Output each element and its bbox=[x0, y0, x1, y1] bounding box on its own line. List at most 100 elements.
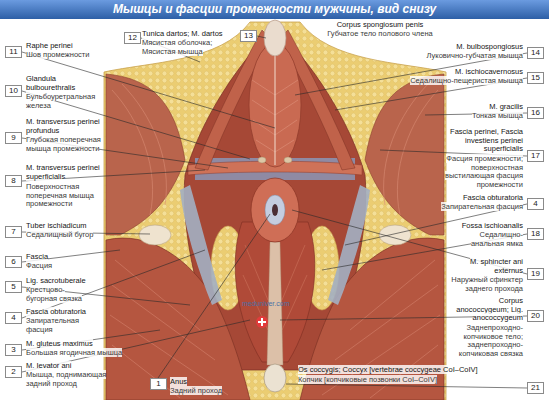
label-slot: M. transversus perinei superficialis bbox=[26, 164, 111, 181]
label-slot: Наружный сфинктер заднего прохода bbox=[441, 276, 523, 293]
leader-line bbox=[22, 250, 205, 318]
russian-label: Запирательная фасция bbox=[26, 316, 79, 334]
anal-opening bbox=[272, 204, 278, 216]
callout-number: 14 bbox=[531, 48, 540, 57]
callout-box: 2 bbox=[5, 366, 22, 378]
bulbospongiosus bbox=[249, 43, 301, 167]
callout-box: 4 bbox=[5, 312, 22, 324]
anal-canal bbox=[265, 195, 285, 225]
russian-label: Тонкая мышца bbox=[472, 111, 523, 120]
callout-number: 16 bbox=[531, 108, 540, 117]
latin-label: Tunica dartos; M. dartos bbox=[142, 29, 223, 38]
label-slot: Луковично-губчатая мышца bbox=[413, 52, 523, 61]
callout-box: 4 bbox=[527, 198, 544, 210]
thigh-muscle bbox=[106, 74, 185, 235]
callout-number: 21 bbox=[531, 383, 540, 392]
callout-box: 11 bbox=[5, 46, 22, 58]
callout-number: 1 bbox=[156, 379, 160, 388]
label-slot: Крестцово-бугорная связка bbox=[26, 286, 96, 303]
callout-box: 18 bbox=[527, 228, 544, 240]
label-slot: Fascia perinei, Fascia investiens perine… bbox=[441, 128, 523, 154]
latin-label: M. transversus perinei profundus bbox=[26, 117, 100, 135]
latin-label: Anus bbox=[170, 377, 187, 386]
raphe-line bbox=[275, 48, 276, 165]
label-slot: Губчатое тело полового члена bbox=[315, 30, 445, 39]
bulbourethral-gland bbox=[258, 157, 266, 163]
callout-box: 17 bbox=[527, 150, 544, 162]
label-slot: M. transversus perinei profundus bbox=[26, 118, 101, 135]
russian-label: Копчик [копчиковые позвонки CoI–CoIV] bbox=[298, 375, 437, 384]
label-slot: Седалищно-анальная ямка bbox=[461, 231, 523, 248]
russian-label: Большая ягодичная мышца bbox=[26, 348, 122, 357]
callout-number: 11 bbox=[9, 47, 17, 56]
callout-number: 15 bbox=[531, 73, 540, 82]
label-slot: Седалищно-пещеристая мышца bbox=[403, 77, 523, 86]
callout-number: 20 bbox=[531, 311, 540, 320]
label-slot: Задний проход bbox=[170, 387, 240, 396]
callout-box: 14 bbox=[527, 47, 544, 59]
callout-box: 20 bbox=[527, 310, 544, 322]
russian-label: Фасция bbox=[26, 261, 52, 270]
russian-label: Поверхностная поперечная мышца промежнос… bbox=[26, 182, 94, 208]
callout-box: 13 bbox=[240, 30, 257, 42]
bulbourethral-gland bbox=[284, 157, 292, 163]
callout-box: 3 bbox=[5, 344, 22, 356]
callout-number: 5 bbox=[11, 282, 15, 291]
leader-lines bbox=[22, 36, 527, 388]
external-sphincter bbox=[251, 178, 299, 242]
latin-label: Fossa ischioanalis bbox=[462, 221, 523, 230]
label-slot: Запирательная фасция bbox=[26, 317, 88, 334]
leader-line bbox=[22, 320, 250, 372]
callout-box: 21 bbox=[527, 382, 544, 394]
callout-number: 7 bbox=[11, 227, 15, 236]
leader-line bbox=[292, 210, 527, 274]
callout-box: 8 bbox=[5, 175, 22, 187]
russian-label: Задний проход bbox=[170, 386, 222, 395]
label-slot: Запирательная фасция bbox=[413, 203, 523, 212]
russian-label: Фасция промежности; поверхностная выстил… bbox=[445, 154, 523, 189]
callout-number: 4 bbox=[11, 313, 15, 322]
latin-label: Fascia perinei, Fascia investiens perine… bbox=[450, 127, 523, 153]
callout-number: 3 bbox=[11, 345, 15, 354]
callout-number: 17 bbox=[531, 151, 540, 160]
watermark: meduniver.com bbox=[242, 300, 289, 307]
callout-number: 2 bbox=[11, 367, 15, 376]
callout-number: 8 bbox=[11, 176, 15, 185]
callout-number: 6 bbox=[11, 257, 15, 266]
callout-number: 18 bbox=[531, 229, 540, 238]
callout-box: 12 bbox=[124, 32, 141, 44]
latin-label: M. sphincter ani externus bbox=[470, 257, 523, 275]
latin-label: M. transversus perinei superficialis bbox=[26, 163, 100, 181]
ischial-tuber bbox=[139, 225, 171, 245]
label-slot: Фасция промежности; поверхностная выстил… bbox=[435, 155, 523, 189]
label-slot: Шов промежности bbox=[26, 51, 111, 60]
label-slot: Большая ягодичная мышца bbox=[26, 349, 136, 358]
callout-box: 1 bbox=[150, 378, 167, 390]
label-slot: meduniver.com bbox=[242, 300, 312, 309]
russian-label: Луковично-губчатая мышца bbox=[427, 51, 523, 60]
latin-label: Fascia bbox=[26, 252, 48, 261]
callout-box: 7 bbox=[5, 226, 22, 238]
label-slot: Glandula bulbourethralis bbox=[26, 75, 96, 92]
obturator-fascia bbox=[180, 185, 222, 305]
russian-label: Глубокая поперечная мышца промежности bbox=[26, 135, 101, 153]
russian-label: Наружный сфинктер заднего прохода bbox=[451, 275, 523, 293]
label-slot: Бульбоуретральная железа bbox=[26, 93, 106, 110]
callout-box: 19 bbox=[527, 268, 544, 280]
russian-label: Седалищно-анальная ямка bbox=[471, 230, 523, 248]
callout-number: 4 bbox=[533, 199, 537, 208]
callout-box: 10 bbox=[5, 85, 22, 97]
label-slot: Corpus anococcygeum; Lig. anococcygeum bbox=[451, 297, 523, 323]
coccyx bbox=[264, 364, 286, 392]
latin-label: Corpus anococcygeum; Lig. anococcygeum bbox=[456, 296, 523, 322]
label-slot: Заднепроходно-копчиковое тело; заднепрох… bbox=[433, 324, 523, 358]
callout-number: 10 bbox=[9, 86, 18, 95]
latin-label: Raphe perinei bbox=[26, 41, 73, 50]
leader-line bbox=[158, 214, 270, 378]
watermark-logo bbox=[258, 318, 266, 326]
fat-layer bbox=[104, 22, 446, 400]
callout-number: 19 bbox=[531, 269, 540, 278]
label-slot: Поверхностная поперечная мышца промежнос… bbox=[26, 183, 106, 209]
russian-label: Мясистая оболочка; Мясистая мышца bbox=[142, 38, 212, 56]
